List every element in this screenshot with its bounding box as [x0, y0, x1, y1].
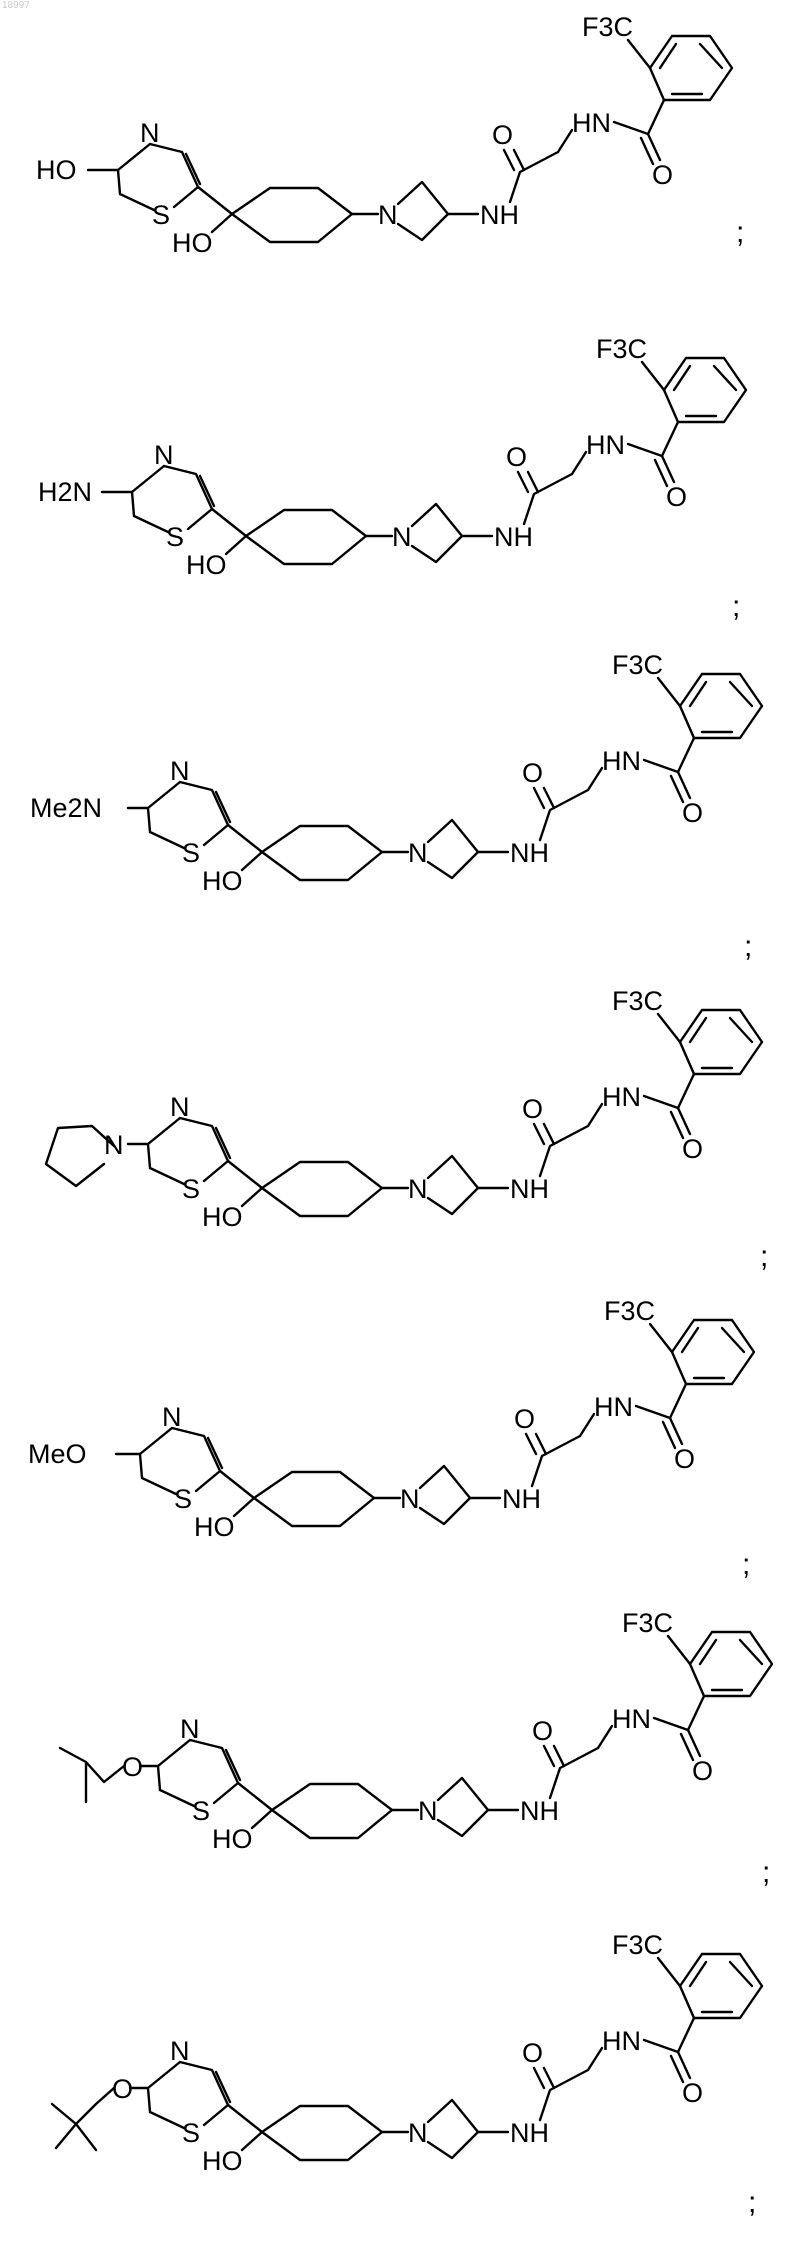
thiazole-sulfur-label: S	[166, 522, 184, 552]
isopropyl-group-icon	[60, 1748, 124, 1802]
thiazole-nitrogen-label: N	[170, 2036, 190, 2066]
hydroxy-label: HO	[194, 1512, 235, 1542]
thiazole-nitrogen-label: N	[170, 1092, 190, 1122]
thiazole-sulfur-label: S	[192, 1796, 210, 1826]
separator-semicolon: ;	[742, 1548, 750, 1581]
cf3-label: F3C	[622, 1608, 673, 1638]
compound-2-structure: H2N N S HO N NH O HN O F3C ;	[38, 334, 746, 623]
thiazole-sulfur-label: S	[182, 1174, 200, 1204]
azetidine-nitrogen-label: N	[408, 838, 428, 868]
thiazole-nitrogen-label: N	[140, 118, 160, 148]
compound-1-structure: HO N S HO N NH O HN O F3C ;	[36, 12, 744, 258]
amide-oxygen-label: O	[522, 1094, 543, 1124]
thiazole-nitrogen-label: N	[154, 440, 174, 470]
azetidine-nitrogen-label: N	[378, 200, 398, 230]
amide-oxygen-label: O	[522, 2038, 543, 2068]
ether-oxygen-label: O	[112, 2074, 133, 2104]
glycine-hn-label: HN	[602, 746, 641, 776]
compound-4-structure: N N S HO N NH O HN O F3C ;	[46, 986, 768, 1273]
thiazole-sulfur-label: S	[152, 200, 170, 230]
amide-oxygen-label: O	[514, 1404, 535, 1434]
azetidine-nitrogen-label: N	[392, 522, 412, 552]
methoxy-substituent-label: MeO	[28, 1439, 87, 1469]
amino-substituent-label: H2N	[38, 477, 92, 507]
ketone-oxygen-label: O	[652, 160, 673, 190]
separator-semicolon: ;	[736, 216, 744, 249]
thiazole-nitrogen-label: N	[170, 756, 190, 786]
hydroxy-substituent-label: HO	[36, 155, 77, 185]
ketone-oxygen-label: O	[666, 482, 687, 512]
compound-7-structure: O N S HO N NH O HN O F3C ;	[52, 1930, 762, 2219]
thiazole-sulfur-label: S	[174, 1484, 192, 1514]
hydroxy-label: HO	[186, 550, 227, 580]
ketone-oxygen-label: O	[692, 1756, 713, 1786]
hydroxy-label: HO	[172, 228, 213, 258]
separator-semicolon: ;	[762, 1856, 770, 1889]
amide-nh-label: NH	[510, 838, 549, 868]
cf3-label: F3C	[604, 1296, 655, 1326]
amide-oxygen-label: O	[492, 120, 513, 150]
cf3-label: F3C	[612, 1930, 663, 1960]
dimethylamino-substituent-label: Me2N	[30, 793, 102, 823]
thiazole-nitrogen-label: N	[162, 1402, 182, 1432]
pyrrolidine-nitrogen-label: N	[104, 1130, 124, 1160]
glycine-hn-label: HN	[594, 1392, 633, 1422]
glycine-hn-label: HN	[602, 2026, 641, 2056]
cf3-label: F3C	[612, 650, 663, 680]
hydroxy-label: HO	[202, 2146, 243, 2176]
azetidine-nitrogen-label: N	[418, 1796, 438, 1826]
hydroxy-label: HO	[212, 1824, 253, 1854]
azetidine-nitrogen-label: N	[400, 1484, 420, 1514]
amide-nh-label: NH	[520, 1796, 559, 1826]
amide-nh-label: NH	[494, 522, 533, 552]
cf3-label: F3C	[612, 986, 663, 1016]
glycine-hn-label: HN	[586, 430, 625, 460]
amide-nh-label: NH	[502, 1484, 541, 1514]
glycine-hn-label: HN	[572, 108, 611, 138]
ketone-oxygen-label: O	[682, 798, 703, 828]
azetidine-nitrogen-label: N	[408, 1174, 428, 1204]
amide-nh-label: NH	[510, 1174, 549, 1204]
cf3-label: F3C	[596, 334, 647, 364]
amide-oxygen-label: O	[522, 758, 543, 788]
thiazole-sulfur-label: S	[182, 2118, 200, 2148]
separator-semicolon: ;	[760, 1240, 768, 1273]
compound-3-structure: Me2N N S HO N NH O HN O F3C ;	[30, 650, 762, 963]
glycine-hn-label: HN	[612, 1704, 651, 1734]
ketone-oxygen-label: O	[682, 1134, 703, 1164]
tert-butyl-group-icon	[52, 2088, 114, 2150]
hydroxy-label: HO	[202, 866, 243, 896]
ether-oxygen-label: O	[122, 1752, 143, 1782]
ketone-oxygen-label: O	[674, 1444, 695, 1474]
separator-semicolon: ;	[748, 2186, 756, 2219]
amide-oxygen-label: O	[506, 442, 527, 472]
amide-nh-label: NH	[510, 2118, 549, 2148]
hydroxy-label: HO	[202, 1202, 243, 1232]
cf3-label: F3C	[582, 12, 633, 42]
amide-oxygen-label: O	[532, 1716, 553, 1746]
thiazole-sulfur-label: S	[182, 838, 200, 868]
compound-5-structure: MeO N S HO N NH O HN O F3C ;	[28, 1296, 754, 1581]
separator-semicolon: ;	[744, 930, 752, 963]
azetidine-nitrogen-label: N	[408, 2118, 428, 2148]
ketone-oxygen-label: O	[682, 2078, 703, 2108]
amide-nh-label: NH	[480, 200, 519, 230]
glycine-hn-label: HN	[602, 1082, 641, 1112]
compound-6-structure: O N S HO N NH O HN O F3C ;	[60, 1608, 772, 1889]
thiazole-nitrogen-label: N	[180, 1714, 200, 1744]
separator-semicolon: ;	[732, 590, 740, 623]
